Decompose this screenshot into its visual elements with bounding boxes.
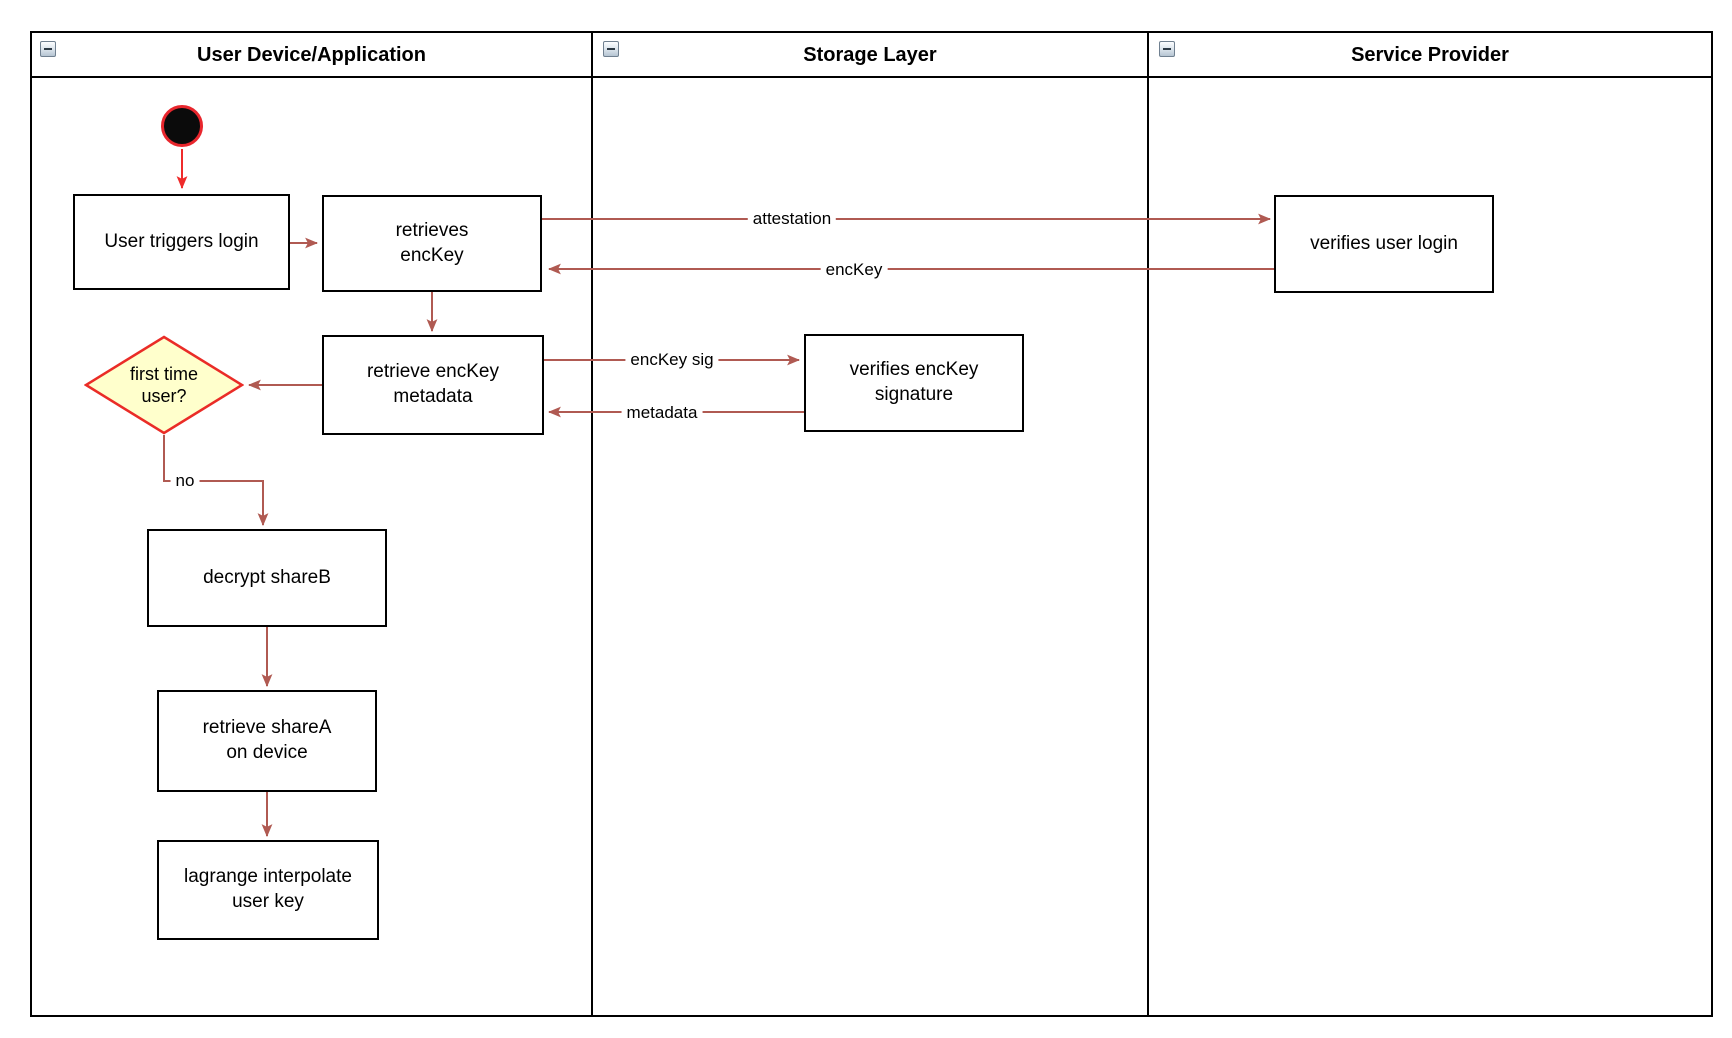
collapse-icon[interactable] <box>1159 41 1175 57</box>
node-label: lagrange interpolate user key <box>184 866 352 912</box>
minus-icon <box>1163 48 1171 50</box>
node-verifies-enckey-signature[interactable]: verifies encKey signature <box>804 334 1024 432</box>
node-label: verifies user login <box>1310 232 1458 254</box>
node-lagrange-interpolate[interactable]: lagrange interpolate user key <box>157 840 379 940</box>
edge-label-metadata: metadata <box>621 402 703 424</box>
node-decrypt-shareb[interactable]: decrypt shareB <box>147 529 387 627</box>
node-label: decrypt shareB <box>203 566 331 588</box>
lane-title-user-device: User Device/Application <box>197 44 426 66</box>
node-first-time-user-decision[interactable]: first time user? <box>84 335 244 435</box>
node-label: retrieve shareA on device <box>202 717 332 763</box>
edge-label-enckey-sig: encKey sig <box>625 349 719 371</box>
node-label: User triggers login <box>104 230 259 252</box>
node-verifies-user-login[interactable]: verifies user login <box>1274 195 1494 293</box>
edge-label-no: no <box>170 470 200 492</box>
node-retrieve-sharea[interactable]: retrieve shareA on device <box>157 690 377 792</box>
collapse-icon[interactable] <box>603 41 619 57</box>
node-label: first time user? <box>129 363 198 407</box>
collapse-icon[interactable] <box>40 41 56 57</box>
start-node[interactable] <box>161 105 203 147</box>
minus-icon <box>44 48 52 50</box>
node-retrieves-enckey[interactable]: retrieves encKey <box>322 195 542 292</box>
lane-header-strip <box>32 33 1711 78</box>
edge-label-enckey: encKey <box>820 259 888 281</box>
node-label: retrieve encKey metadata <box>366 361 499 407</box>
swimlane-diagram: User Device/Application Storage Layer Se… <box>30 31 1713 1017</box>
node-label: verifies encKey signature <box>849 359 979 405</box>
decision-diamond <box>84 335 244 435</box>
lane-separator-2 <box>1147 33 1149 1015</box>
lane-title-storage-layer: Storage Layer <box>803 44 937 66</box>
lane-separator-1 <box>591 33 593 1015</box>
node-retrieve-enckey-metadata[interactable]: retrieve encKey metadata <box>322 335 544 435</box>
lane-title-service-provider: Service Provider <box>1351 44 1509 66</box>
edge-label-attestation: attestation <box>747 208 837 230</box>
node-label: retrieves encKey <box>395 219 469 266</box>
minus-icon <box>607 48 615 50</box>
node-user-triggers-login[interactable]: User triggers login <box>73 194 290 290</box>
